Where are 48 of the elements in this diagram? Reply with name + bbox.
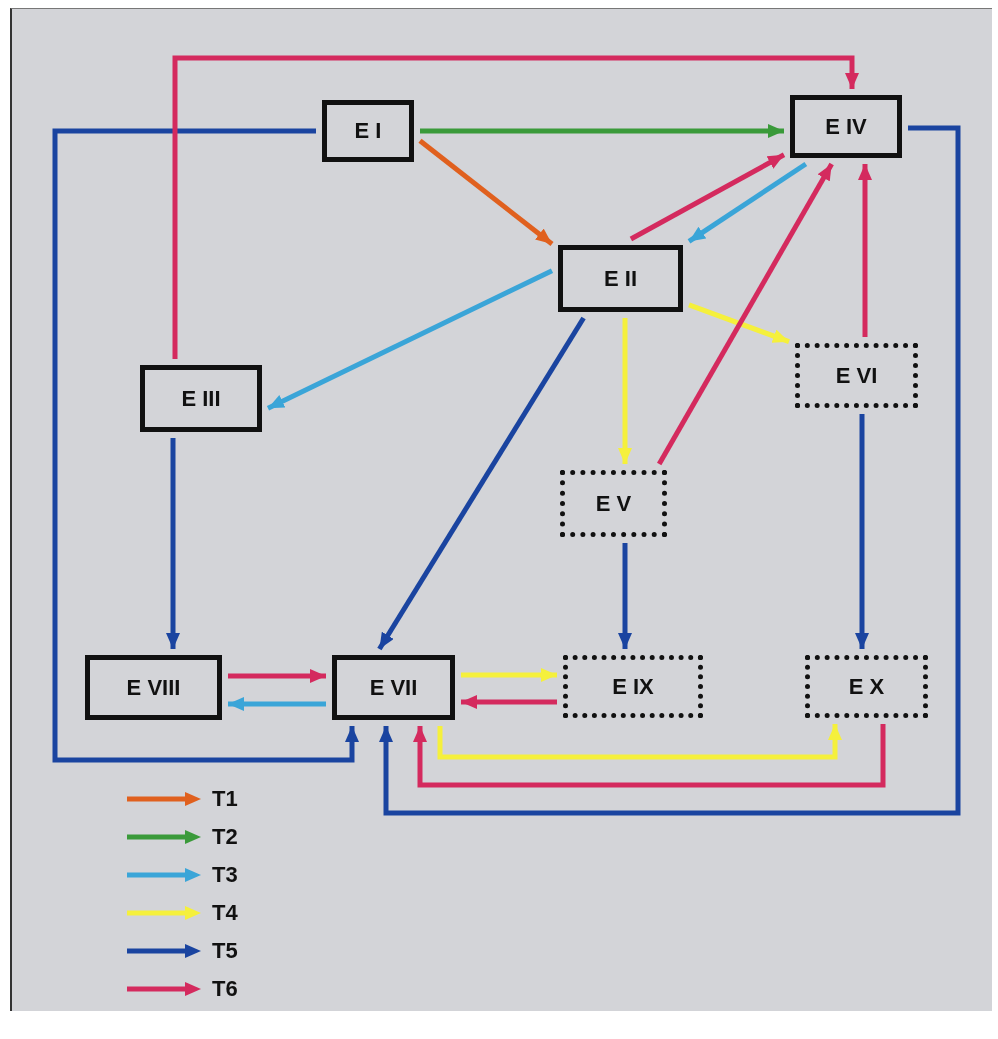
legend-label: T5: [212, 938, 238, 964]
node-label: E IX: [612, 673, 654, 700]
arrow: [228, 669, 326, 683]
process-box: [85, 655, 222, 720]
legend-label: T2: [212, 824, 238, 850]
arrow: [618, 543, 632, 649]
arrow: [228, 697, 326, 711]
node-label: E X: [848, 673, 885, 700]
arrow: [629, 152, 786, 242]
dotted-box: [805, 655, 928, 718]
arrow: [413, 724, 886, 788]
arrow: [618, 318, 632, 464]
node-label: E V: [595, 490, 632, 517]
process-box: [790, 95, 902, 158]
arrow: [461, 695, 557, 709]
arrow: [379, 125, 961, 816]
legend-label: T6: [212, 976, 238, 1002]
arrow: [166, 438, 180, 649]
arrow: [266, 268, 554, 411]
process-box: [558, 245, 683, 312]
arrow: [858, 164, 872, 337]
node-label: E II: [604, 265, 637, 292]
arrow: [688, 302, 790, 344]
process-box: [322, 100, 414, 162]
arrow: [420, 124, 784, 138]
arrow: [52, 128, 359, 763]
legend-label: T3: [212, 862, 238, 888]
node-label: E VIII: [126, 674, 181, 701]
node-label: E VII: [369, 674, 418, 701]
dotted-box: [563, 655, 703, 718]
arrow: [377, 316, 586, 651]
arrow: [172, 55, 859, 359]
process-box: [140, 365, 262, 432]
process-box: [332, 655, 455, 720]
arrow: [461, 668, 557, 682]
arrow: [855, 414, 869, 649]
legend-label: T1: [212, 786, 238, 812]
node-label: E III: [181, 385, 221, 412]
node-label: E IV: [825, 113, 867, 140]
legend-label: T4: [212, 900, 238, 926]
node-label: E I: [354, 118, 382, 144]
dotted-box: [560, 470, 667, 537]
arrow: [687, 161, 808, 244]
dotted-box: [795, 343, 918, 408]
node-label: E VI: [835, 362, 878, 389]
arrow: [437, 724, 842, 760]
arrow: [418, 138, 554, 246]
arrow: [657, 162, 834, 466]
